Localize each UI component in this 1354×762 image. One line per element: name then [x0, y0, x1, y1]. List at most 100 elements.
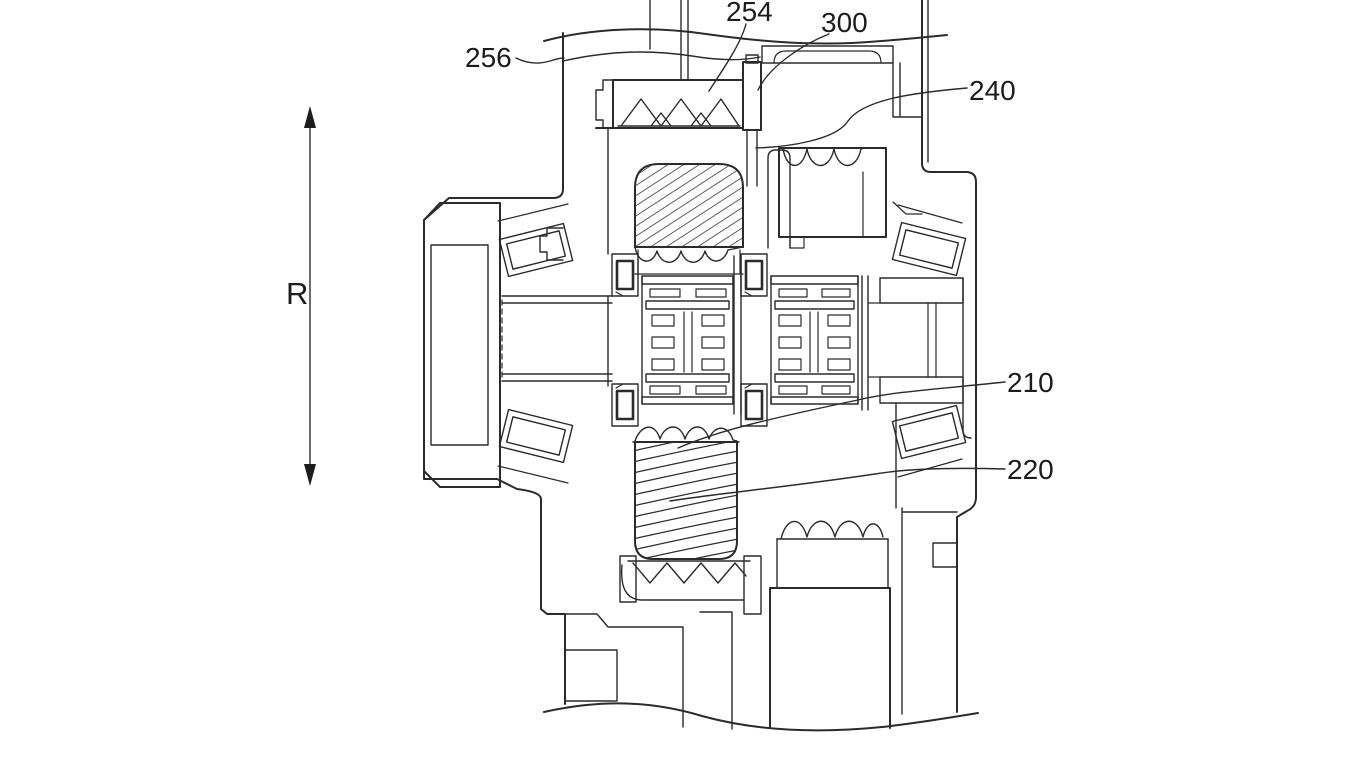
leader-254	[708, 23, 747, 92]
seal-top-left	[611, 253, 639, 297]
leader-300	[757, 33, 830, 91]
leader-240	[755, 87, 968, 149]
case-center-divider	[733, 255, 742, 415]
lower-pin-left	[619, 555, 637, 603]
lower-gear-teeth-band	[632, 426, 740, 443]
housing-right-wall	[921, 0, 977, 713]
clutch-plate	[695, 288, 727, 298]
clutch-plate	[649, 288, 681, 298]
clutch-plate	[641, 396, 734, 405]
housing-top-inner-break-line	[562, 51, 761, 62]
clutch-plate	[821, 288, 851, 298]
ring-gear-upper-outline	[778, 147, 887, 238]
label-220: 220	[1007, 454, 1054, 485]
ring-gear-lower-teeth	[776, 520, 889, 540]
leader-256	[515, 57, 565, 64]
label-210: 210	[1007, 367, 1054, 398]
clutch-disc	[701, 358, 725, 371]
helical-gears	[619, 163, 762, 615]
clutch-plate	[778, 288, 808, 298]
housing-left-wall	[423, 32, 564, 221]
bearing-race-lines	[497, 203, 963, 484]
housing-top-break-line	[543, 28, 948, 45]
clutch-disc	[651, 336, 675, 349]
bearing-bottom-left	[498, 408, 574, 464]
clutch-plate	[645, 373, 730, 383]
clutch-left-rails	[641, 275, 734, 405]
housing-pocket	[761, 45, 894, 64]
housing-right-notch	[932, 542, 958, 568]
right-shaft-ties	[867, 302, 881, 378]
radial-marker-label: R	[286, 276, 308, 311]
clutch-disc	[778, 336, 802, 349]
arrow-up-head	[304, 106, 316, 128]
lower-gear-helical-hatch	[635, 442, 737, 559]
radial-dimension-arrow: R	[286, 106, 316, 486]
clutch-disc	[827, 336, 851, 349]
label-256: 256	[465, 42, 512, 73]
housing-right-inner-line	[962, 277, 972, 439]
leader-210	[677, 381, 1006, 449]
lower-carrier-bracket	[620, 564, 745, 601]
housing-bottom-left	[423, 470, 566, 705]
lower-gear-bottom-teeth	[627, 560, 751, 584]
clutch-disc	[651, 358, 675, 371]
clutch-right-rails	[770, 275, 859, 405]
clutch-plate	[695, 385, 727, 395]
clutch-disc	[651, 314, 675, 327]
label-300: 300	[821, 7, 868, 38]
bearings	[497, 203, 967, 484]
case-left-bracket	[595, 79, 614, 129]
shaft-neck-lines	[501, 295, 613, 382]
clutch-plate	[645, 300, 730, 310]
housing-step-block	[539, 227, 564, 261]
clutch-plate	[649, 385, 681, 395]
seal-bottom-right	[740, 383, 768, 427]
input-shaft-lines	[680, 0, 689, 81]
clutch-plate	[774, 373, 855, 383]
ring-gear-upper-teeth	[782, 147, 865, 167]
pressure-plate	[861, 275, 869, 411]
clutch-pack-left	[641, 275, 734, 405]
housing-bottom-left-boss	[564, 649, 618, 702]
clutch-disc	[778, 314, 802, 327]
ring-gear-upper-notch	[789, 236, 805, 249]
housing-bottom-break-line	[543, 702, 979, 732]
clutch-disc	[827, 358, 851, 371]
label-254: 254	[726, 0, 773, 27]
upper-gear-section	[634, 163, 744, 248]
upper-gear-teeth-band	[634, 246, 744, 263]
right-rib	[927, 302, 937, 378]
clutch-disc	[827, 314, 851, 327]
housing-right-step	[892, 201, 923, 215]
housing-outline	[423, 0, 979, 732]
bottom-center-steps	[564, 611, 733, 730]
clutch-disc	[778, 358, 802, 371]
flange-outline	[423, 202, 501, 488]
leader-220	[669, 467, 1006, 502]
seal-bottom-left	[611, 383, 639, 427]
clutch-disc	[701, 314, 725, 327]
clutch-plate	[774, 300, 855, 310]
bearing-top-right	[891, 221, 967, 277]
housing-pocket-inner	[773, 50, 882, 64]
seal-carriers	[611, 253, 768, 427]
clutch-hub-splines	[809, 311, 819, 373]
label-240: 240	[969, 75, 1016, 106]
clutch-disc	[701, 336, 725, 349]
lower-gear-section	[634, 441, 738, 560]
bearing-seat-band-upper	[879, 277, 964, 304]
ring-gear	[776, 147, 889, 589]
bearing-top-left	[498, 222, 574, 278]
clutch-plate	[778, 385, 808, 395]
bottom-center-box	[769, 587, 891, 729]
lock-pin	[742, 54, 762, 187]
bearing-bottom-right	[891, 404, 967, 460]
clutch-plate	[821, 385, 851, 395]
clutch-plate	[770, 275, 859, 285]
clutch-plate	[641, 275, 734, 285]
spline-teeth	[617, 98, 741, 127]
clutch-pack-right	[770, 275, 881, 411]
